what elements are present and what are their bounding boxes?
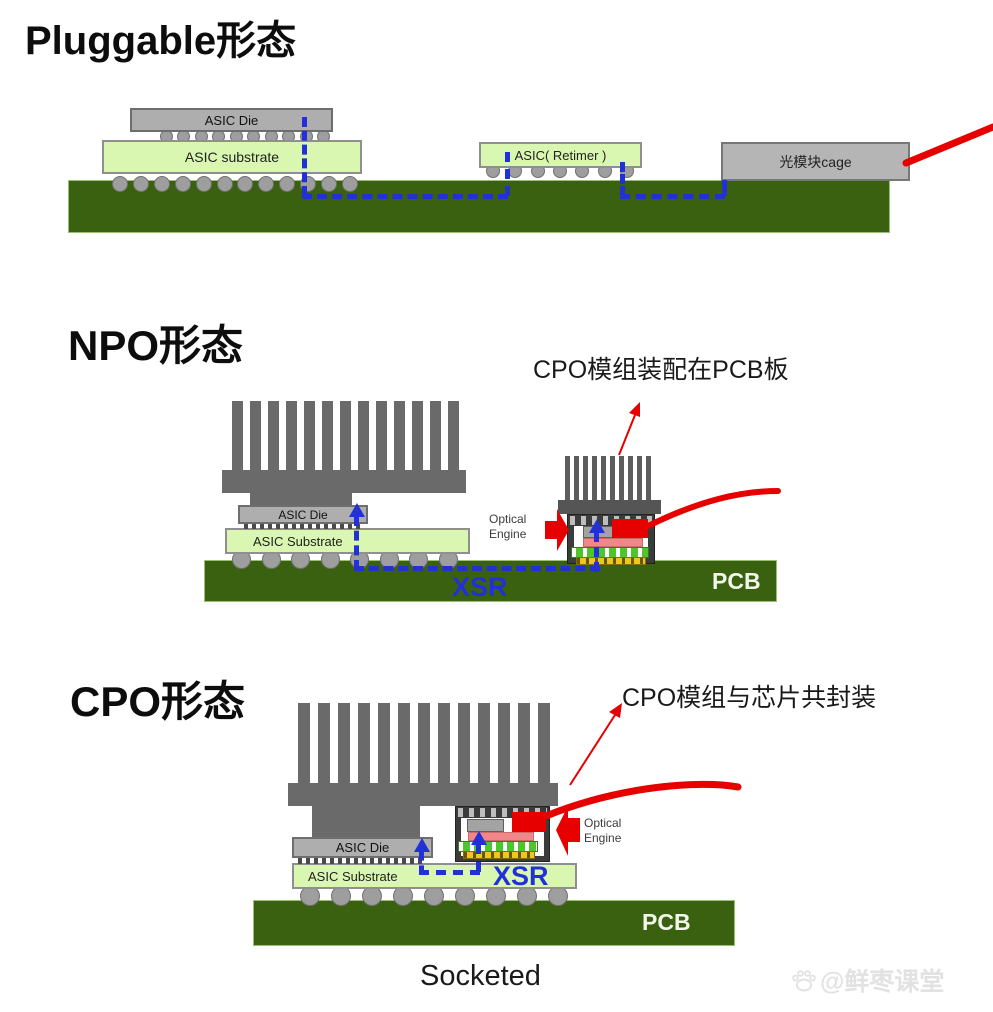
cpo-optical-engine-arrow [556,806,580,856]
cpo-dash-h [419,870,480,875]
npo-module-slots [570,516,652,525]
cpo-pcb-label: PCB [642,909,691,935]
npo-dash-v2 [594,532,599,572]
paw-icon [792,970,816,992]
pluggable-asic-die: ASIC Die [130,108,333,132]
npo-module-heatsink-fins [565,456,653,501]
cpo-die-arrow-up [414,838,430,852]
signal-dash-v1 [302,117,307,196]
section-title-npo: NPO形态 [68,322,244,369]
cpo-dash-v2 [476,844,481,872]
cpo-dash-v1 [419,851,424,875]
signal-dash-v4 [722,180,727,196]
pluggable-fiber-cable [902,123,993,167]
npo-dash-h [354,566,600,571]
npo-optical-engine-line2: Engine [489,527,527,541]
solder-ball [153,176,170,192]
cpo-asic-die-label: ASIC Die [335,840,390,855]
signal-dash-h2 [620,194,725,199]
solder-ball [424,886,444,906]
npo-asic-die: ASIC Die [238,505,368,524]
solder-ball [331,886,351,906]
solder-ball [321,176,338,192]
pluggable-retimer-label: ASIC( Retimer ) [514,147,607,163]
signal-dash-h1 [302,194,508,199]
npo-module-fiber-port [612,519,648,538]
cpo-annotation: CPO模组与芯片共封装 [622,684,877,712]
cpo-substrate-bumps [300,886,568,906]
cpo-asic-substrate-label: ASIC Substrate [308,868,398,884]
pluggable-retimer: ASIC( Retimer ) [479,142,642,168]
cpo-optical-engine-line2: Engine [584,831,622,845]
npo-dash-v1 [354,516,359,570]
cpo-fiber-cable [542,780,742,820]
cpo-heatsink-fins [298,703,552,783]
pluggable-asic-substrate: ASIC substrate [102,140,362,174]
npo-heatsink-base [222,470,466,493]
pluggable-asic-die-label: ASIC Die [204,112,259,128]
cpo-module-solder-row [463,851,535,859]
npo-optical-engine-line1: Optical [489,512,527,526]
npo-module-solder-row [576,557,646,565]
cpo-heatsink-base [288,783,558,806]
cpo-module-pink-layer [468,832,534,841]
signal-dash-v3 [620,162,625,196]
solder-ball [216,176,233,192]
npo-module-heatsink-base [558,500,661,514]
solder-ball [455,886,475,906]
cpo-xsr-label: XSR [493,861,549,891]
npo-asic-substrate: ASIC Substrate [225,528,470,554]
cpo-module-fiber-port [512,812,546,832]
cpo-module-arrow-up [471,831,487,845]
npo-annotation-arrowhead [629,402,640,417]
section-title-cpo: CPO形态 [70,678,246,725]
cpo-optical-engine-label: Optical Engine [584,816,621,846]
npo-module-pink-layer [583,538,643,547]
cpo-pcb-board [253,900,735,946]
solder-ball [237,176,254,192]
cpo-annotation-arrowhead [609,703,622,718]
section-title-pluggable: Pluggable形态 [25,19,297,63]
npo-pcb-label: PCB [712,568,761,594]
solder-ball [132,176,149,192]
npo-asic-substrate-label: ASIC Substrate [253,533,343,549]
solder-ball [174,176,191,192]
cpo-module-slots [458,808,547,817]
pluggable-substrate-bumps [112,176,358,192]
watermark-text: @鲜枣课堂 [820,968,945,996]
npo-heatsink-fins [232,401,461,471]
solder-ball [393,886,413,906]
npo-heatsink-pedestal [250,492,352,507]
solder-ball [258,176,275,192]
npo-optical-engine-arrow [545,509,569,551]
pluggable-asic-substrate-label: ASIC substrate [184,149,280,165]
npo-fiber-cable [643,488,781,530]
cpo-asic-substrate: ASIC Substrate [292,863,577,889]
watermark: @鲜枣课堂 [790,962,944,998]
npo-module-arrow-up [589,519,605,533]
signal-dash-v2 [505,152,510,196]
cpo-asic-die: ASIC Die [292,837,433,858]
npo-optical-engine-label: Optical Engine [489,512,526,542]
solder-ball [112,176,128,192]
npo-annotation-arrow-line [618,414,636,456]
cpo-die-bumps [298,858,426,864]
cpo-socketed-caption: Socketed [420,960,541,992]
solder-ball [548,886,568,906]
solder-ball [362,886,382,906]
solder-ball [341,176,358,192]
npo-annotation: CPO模组装配在PCB板 [533,356,789,384]
cpo-optical-engine-line1: Optical [584,816,622,830]
solder-ball [300,886,320,906]
pluggable-optical-cage-label: 光模块cage [779,153,852,170]
npo-die-arrow-up [349,503,365,517]
solder-ball [195,176,212,192]
cpo-annotation-arrow-line [569,714,616,786]
pluggable-optical-cage: 光模块cage [721,142,910,181]
npo-xsr-label: XSR [452,572,508,602]
npo-die-bumps [244,523,362,529]
cpo-heatsink-pedestal [312,805,420,838]
npo-asic-die-label: ASIC Die [278,507,328,522]
solder-ball [279,176,296,192]
